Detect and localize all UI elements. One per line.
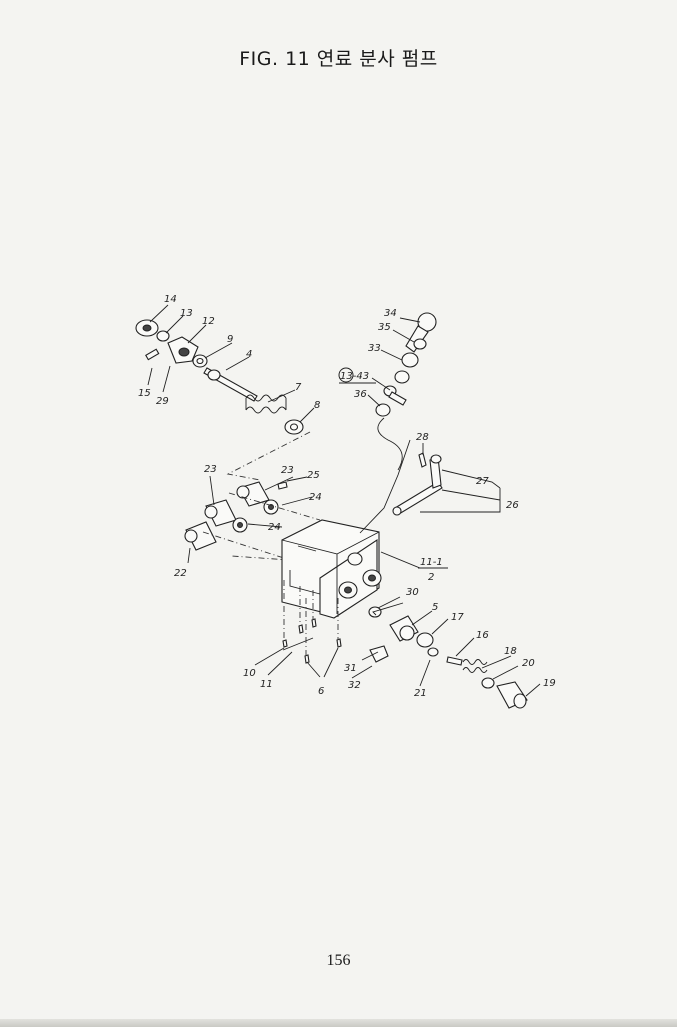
part-2-pump-housing bbox=[281, 519, 382, 619]
callout-24-upper: 24 bbox=[309, 492, 322, 503]
callout-8: 8 bbox=[314, 400, 320, 411]
callout-29: 29 bbox=[156, 396, 169, 407]
part-23-coupling-upper bbox=[236, 481, 270, 507]
part-21-ring bbox=[427, 647, 439, 657]
scan-edge bbox=[0, 1019, 677, 1027]
callout-5: 5 bbox=[432, 602, 438, 613]
callout-10: 10 bbox=[243, 668, 256, 679]
part-11-rod bbox=[282, 637, 314, 651]
callout-35: 35 bbox=[378, 322, 391, 333]
callout-17: 17 bbox=[451, 612, 464, 623]
part-36-washer bbox=[375, 403, 391, 417]
part-30-washer bbox=[368, 606, 382, 618]
callout-36: 36 bbox=[354, 389, 367, 400]
figure-title: FIG. 11 연료 분사 펌프 bbox=[239, 48, 438, 70]
callout-30: 30 bbox=[406, 587, 419, 598]
part-26-pipe bbox=[392, 481, 443, 516]
part-13-washer bbox=[156, 330, 170, 342]
callout-22: 22 bbox=[174, 568, 187, 579]
callout-28: 28 bbox=[416, 432, 429, 443]
callout-21: 21 bbox=[414, 688, 427, 699]
centerlines-bolts bbox=[283, 580, 339, 656]
callout-19: 19 bbox=[543, 678, 556, 689]
leader-lines-valve bbox=[351, 596, 541, 697]
callout-24-lower: 24 bbox=[268, 522, 281, 533]
callout-31: 31 bbox=[344, 663, 357, 674]
part-9-ring bbox=[192, 354, 208, 368]
part-27-fitting bbox=[429, 454, 442, 489]
part-28-screw bbox=[418, 452, 427, 468]
part-5-holder bbox=[389, 615, 419, 642]
callout-7: 7 bbox=[295, 382, 302, 393]
part-20-oring bbox=[481, 677, 495, 689]
part-31-plug bbox=[369, 645, 389, 663]
part-4-shaft bbox=[203, 367, 258, 402]
callout-33: 33 bbox=[368, 343, 381, 354]
callout-23-lower: 23 bbox=[204, 464, 217, 475]
part-6-bolts bbox=[298, 618, 342, 664]
leader-lines-pipe bbox=[420, 443, 501, 513]
part-35-washer bbox=[413, 338, 427, 350]
leader-lines-bolts bbox=[254, 647, 339, 678]
callout-18: 18 bbox=[504, 646, 517, 657]
callout-23-upper: 23 bbox=[281, 465, 294, 476]
leader-lines-gears bbox=[187, 475, 313, 564]
callout-25: 25 bbox=[307, 470, 320, 481]
part-14-cap bbox=[135, 319, 159, 337]
callout-4: 4 bbox=[246, 349, 252, 360]
callout-11-1: 11-1 bbox=[420, 557, 443, 568]
part-22-coupling bbox=[184, 521, 217, 551]
callout-11: 11 bbox=[260, 679, 273, 690]
callout-9: 9 bbox=[227, 334, 233, 345]
part-19-nozzle bbox=[496, 681, 528, 709]
part-25-screw bbox=[277, 481, 288, 490]
callout-34: 34 bbox=[384, 308, 397, 319]
part-18-spring bbox=[462, 659, 488, 673]
leader-lines-upper-right bbox=[367, 317, 421, 471]
part-43-fitting bbox=[383, 385, 407, 406]
callout-27: 27 bbox=[476, 476, 489, 487]
callout-20: 20 bbox=[522, 658, 535, 669]
part-24-gear-upper bbox=[263, 499, 279, 515]
callout-26: 26 bbox=[506, 500, 519, 511]
callout-32: 32 bbox=[348, 680, 361, 691]
part-34-bolt bbox=[405, 312, 437, 353]
callout-6: 6 bbox=[318, 686, 324, 697]
page-number: 156 bbox=[326, 952, 351, 969]
part-23-coupling-lower bbox=[204, 499, 237, 527]
callout-12: 12 bbox=[202, 316, 215, 327]
callout-13: 13 bbox=[180, 308, 193, 319]
part-24-gear-lower bbox=[232, 517, 248, 533]
callout-13-43: 13-43 bbox=[340, 371, 369, 382]
part-12-housing bbox=[167, 336, 199, 364]
part-16-valve bbox=[446, 656, 463, 666]
part-17-gasket bbox=[416, 632, 434, 648]
callout-13-circle bbox=[338, 367, 354, 383]
part-10-screw bbox=[282, 639, 288, 648]
callout-15: 15 bbox=[138, 388, 151, 399]
part-33-banjo bbox=[394, 352, 419, 384]
callout-14: 14 bbox=[164, 294, 177, 305]
callout-16: 16 bbox=[476, 630, 489, 641]
leader-lines-upper-left bbox=[147, 304, 315, 423]
callout-2: 2 bbox=[428, 572, 434, 583]
part-8-washer bbox=[284, 419, 304, 435]
part-15-pin bbox=[145, 348, 160, 361]
